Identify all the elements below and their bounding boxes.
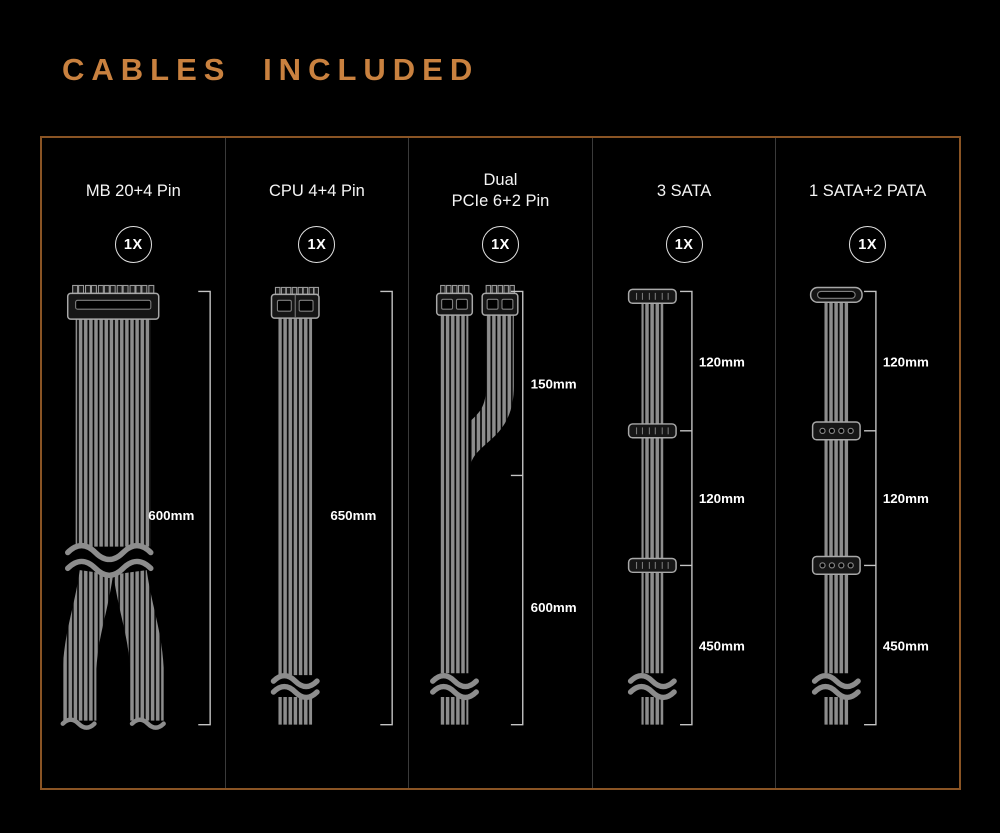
quantity-badge: 1X [665, 226, 703, 263]
quantity-badge: 1X [481, 226, 519, 263]
measurement-label: 120mm [883, 491, 929, 506]
cable-sleeve-wave [430, 672, 480, 690]
pcie-connector-left [436, 284, 474, 316]
atx-24pin-connector [67, 284, 160, 320]
quantity-badge: 1X [114, 226, 152, 263]
measurement-label: 450mm [699, 638, 745, 653]
measurement-bracket [511, 290, 524, 726]
quantity-label: 1X [491, 236, 510, 253]
sata-connector [809, 286, 863, 304]
cable-sleeve-wave [811, 683, 861, 701]
cable-column-cpu: CPU 4+4 Pin 1X 650mm [226, 138, 410, 788]
cable-name: 1 SATA+2 PATA [809, 181, 927, 200]
measurement-label: 120mm [883, 355, 929, 370]
quantity-badge: 1X [849, 226, 887, 263]
mb-cable-illustration: 600mm [60, 284, 212, 730]
quantity-label: 1X [307, 236, 327, 253]
cable-column-sata-pata: 1 SATA+2 PATA 1X 120mm 120mm 4 [776, 138, 959, 788]
cable-sleeve-wave [811, 672, 861, 690]
cable-name: 3 SATA [656, 181, 712, 200]
measurement-label: 120mm [699, 491, 745, 506]
pata-connector-2 [811, 555, 861, 576]
measurement-bracket [380, 290, 393, 726]
cable-end-wave [60, 717, 97, 730]
cpu-cable-illustration: 650mm [270, 286, 393, 726]
quantity-label: 1X [674, 236, 694, 253]
cables-panel: MB 20+4 Pin 1X 600mm CPU 4+4 Pin 1X [40, 136, 961, 790]
cable-sleeve-wave [430, 683, 480, 701]
pata-connector-1 [811, 421, 861, 441]
cable-column-sata: 3 SATA 1X 120mm 120mm 450mm [593, 138, 777, 788]
page-title: CABLES INCLUDED [62, 52, 480, 87]
cable-sleeve-wave [65, 542, 154, 563]
measurement-label: 450mm [883, 638, 929, 653]
cable-sleeve-wave [627, 672, 677, 690]
sata-cable-illustration: 120mm 120mm 450mm [627, 288, 745, 726]
quantity-label: 1X [858, 236, 878, 253]
measurement-bracket [863, 290, 877, 726]
quantity-badge: 1X [298, 226, 336, 263]
measurement-label: 150mm [531, 376, 577, 391]
cable-name: MB 20+4 Pin [85, 181, 181, 200]
cable-column-mb: MB 20+4 Pin 1X 600mm [42, 138, 226, 788]
measurement-label: 600mm [531, 600, 577, 615]
sata-connector-2 [627, 423, 677, 439]
measurement-label: 600mm [149, 508, 195, 523]
measurement-bracket [680, 290, 693, 726]
pcie-connector-right [481, 284, 520, 316]
measurement-bracket [198, 290, 212, 726]
cpu-4plus4-connector [270, 286, 320, 319]
sata-pata-cable-illustration: 120mm 120mm 450mm [809, 286, 929, 726]
cable-sleeve-wave [270, 672, 320, 690]
cable-name: Dual PCIe 6+2 Pin [451, 171, 550, 210]
cable-name: CPU 4+4 Pin [268, 181, 365, 200]
cable-sleeve-wave [270, 683, 320, 701]
mb-leg-right [113, 569, 164, 721]
measurement-label: 120mm [699, 355, 745, 370]
cable-column-pcie: Dual PCIe 6+2 Pin 1X [409, 138, 593, 788]
cable-sleeve-wave [627, 683, 677, 701]
sata-connector-1 [627, 288, 677, 305]
pcie-cable-illustration: 150mm 600mm [430, 284, 577, 726]
quantity-label: 1X [123, 236, 143, 253]
cable-sleeve-wave [65, 558, 154, 578]
cable-end-wave [130, 717, 167, 730]
mb-leg-left [63, 569, 114, 721]
sata-connector-3 [627, 557, 677, 574]
measurement-label: 650mm [330, 508, 376, 523]
